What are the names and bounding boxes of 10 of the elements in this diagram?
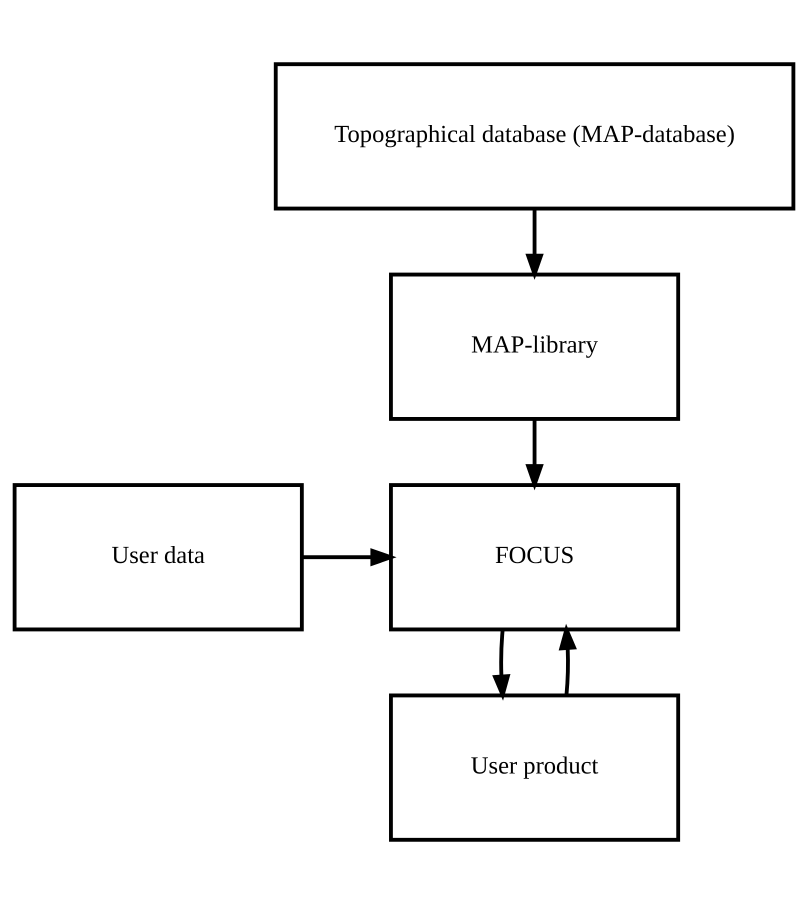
arrow [525, 419, 544, 490]
node-box: User product [389, 694, 680, 842]
arrow [525, 208, 544, 280]
arrow [302, 548, 397, 566]
node-box: FOCUS [389, 483, 680, 632]
node-box: MAP-library [389, 272, 680, 421]
node-box: Topographical database (MAP-database) [274, 62, 796, 210]
node-box: User data [12, 483, 304, 632]
arrow [558, 624, 577, 696]
arrow [492, 629, 510, 701]
